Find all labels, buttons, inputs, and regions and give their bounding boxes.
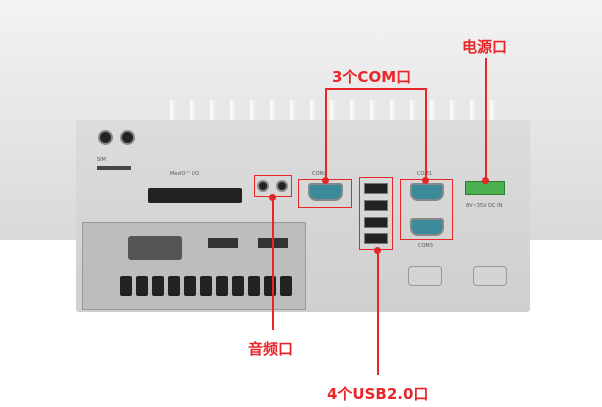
sim-slot [97,166,131,170]
audio-port-callout: 音频口 [248,340,294,358]
com2-port [308,183,343,201]
callout-dot [374,247,381,254]
usb-port [364,183,388,194]
mic-jack [257,180,269,192]
vent-slot [136,276,148,296]
displayport [208,238,238,248]
callout-dot [422,177,429,184]
usb-port [364,217,388,228]
sim-label: SIM [97,157,106,163]
com1-port [410,183,444,201]
com3-port [410,218,444,236]
blank-cover [473,266,507,286]
vga-port [128,236,182,260]
audio-callout-line [272,197,274,330]
com13-highlight-box [400,179,453,240]
power-callout-line [485,58,487,180]
vent-slot [264,276,276,296]
vent-slot [280,276,292,296]
dc-in-label: 8V~35V DC IN [466,203,503,209]
antenna-port [120,130,135,145]
vent-slot [200,276,212,296]
com-callout-line [325,88,327,180]
com-callout-line [425,88,427,180]
callout-dot [482,177,489,184]
mezio-connector [148,188,242,203]
usb-port-callout: 4个USB2.0口 [327,385,429,403]
power-port-callout: 电源口 [462,38,508,56]
vent-slot [152,276,164,296]
vent-slot [120,276,132,296]
usb-port [364,200,388,211]
usb-callout-line [377,250,379,375]
vent-slot [248,276,260,296]
vent-slot [216,276,228,296]
com1-label: COM1 [417,171,432,177]
com3-label: COM3 [418,243,433,249]
vent-slot [232,276,244,296]
callout-dot [322,177,329,184]
antenna-port [98,130,113,145]
usb-port [364,233,388,244]
blank-cover [408,266,442,286]
callout-dot [269,194,276,201]
com2-label: COM2 [312,171,327,177]
usb-highlight-box [359,177,393,250]
vent-slot [168,276,180,296]
com-port-callout: 3个COM口 [332,68,412,86]
line-out-jack [276,180,288,192]
vent-slot [184,276,196,296]
mezio-label: MezIO™ I/O [170,171,200,177]
com-callout-line [325,88,426,90]
